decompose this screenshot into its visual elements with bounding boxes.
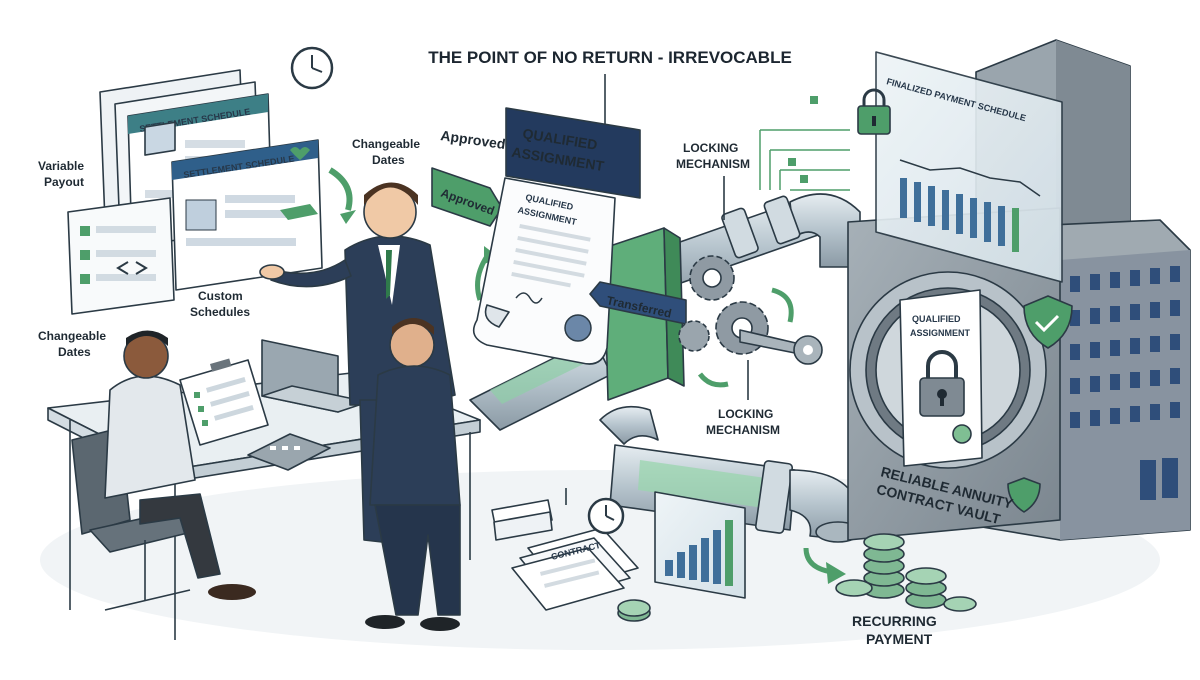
rotate-arrow-icon: [772, 290, 791, 322]
locking-mechanism-label-bottom: LOCKING MECHANISM: [706, 407, 780, 437]
settlement-schedule-front-card: SETTLEMENT SCHEDULE: [172, 140, 322, 290]
page-title: THE POINT OF NO RETURN - IRREVOCABLE: [428, 48, 792, 67]
approved-tag: Approved: [432, 168, 502, 226]
approved-label: Approved: [440, 127, 507, 152]
change-arrow-icon: [330, 170, 350, 210]
clock-icon-small: [589, 499, 623, 533]
custom-schedules-label: Custom Schedules: [190, 289, 250, 319]
locking-mechanism-label-top: LOCKING MECHANISM: [676, 141, 750, 171]
bar-chart-panel: [655, 492, 745, 598]
seal-icon: [565, 315, 591, 341]
variable-payout-label: Variable Payout: [38, 159, 87, 189]
changeable-dates-label-top: Changeable Dates: [352, 137, 423, 167]
coin-icon-small: [618, 600, 650, 621]
checklist-card: [68, 198, 174, 314]
vault-qualified-assignment-doc: QUALIFIED ASSIGNMENT: [900, 290, 982, 466]
clock-icon: [292, 48, 332, 88]
changeable-dates-label-bottom: Changeable Dates: [38, 329, 109, 359]
